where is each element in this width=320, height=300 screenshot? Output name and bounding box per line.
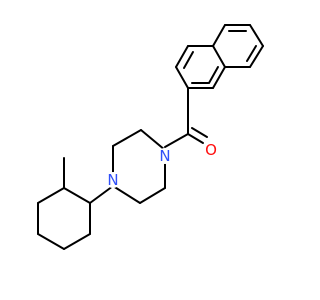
bond <box>246 45 257 62</box>
bond <box>89 185 114 204</box>
molecule-structure: O N N <box>37 24 264 250</box>
bond <box>208 66 219 84</box>
bond <box>212 24 226 47</box>
atom-piperazine-nitrogen: N <box>105 171 121 189</box>
bond <box>212 45 226 68</box>
bond <box>212 66 226 89</box>
bond <box>164 133 189 148</box>
bond <box>37 233 65 250</box>
bond <box>175 45 189 68</box>
bond <box>63 187 91 204</box>
atom-amide-nitrogen: N <box>157 147 173 165</box>
atom-oxygen: O <box>203 141 219 159</box>
bond <box>183 51 194 69</box>
atom-label-layer: O N N <box>105 141 219 189</box>
bond <box>37 187 65 204</box>
atom-label-background <box>157 148 173 164</box>
atom-label-background <box>105 172 121 188</box>
bond <box>139 187 166 204</box>
bond <box>249 24 264 47</box>
bond <box>112 129 142 147</box>
bond <box>187 133 204 144</box>
bond <box>175 66 189 89</box>
bond <box>249 45 264 68</box>
bond <box>140 129 166 151</box>
atom-label-piperazine-nitrogen: N <box>107 171 118 189</box>
atom-label-amide-nitrogen: N <box>159 147 170 165</box>
bond <box>112 185 141 204</box>
atom-label-background <box>203 142 219 158</box>
bond <box>63 233 91 250</box>
atom-label-oxygen: O <box>205 141 217 159</box>
molecule-structure-canvas: O N N <box>37 24 264 250</box>
bond-layer <box>37 24 264 250</box>
bond <box>191 127 208 138</box>
